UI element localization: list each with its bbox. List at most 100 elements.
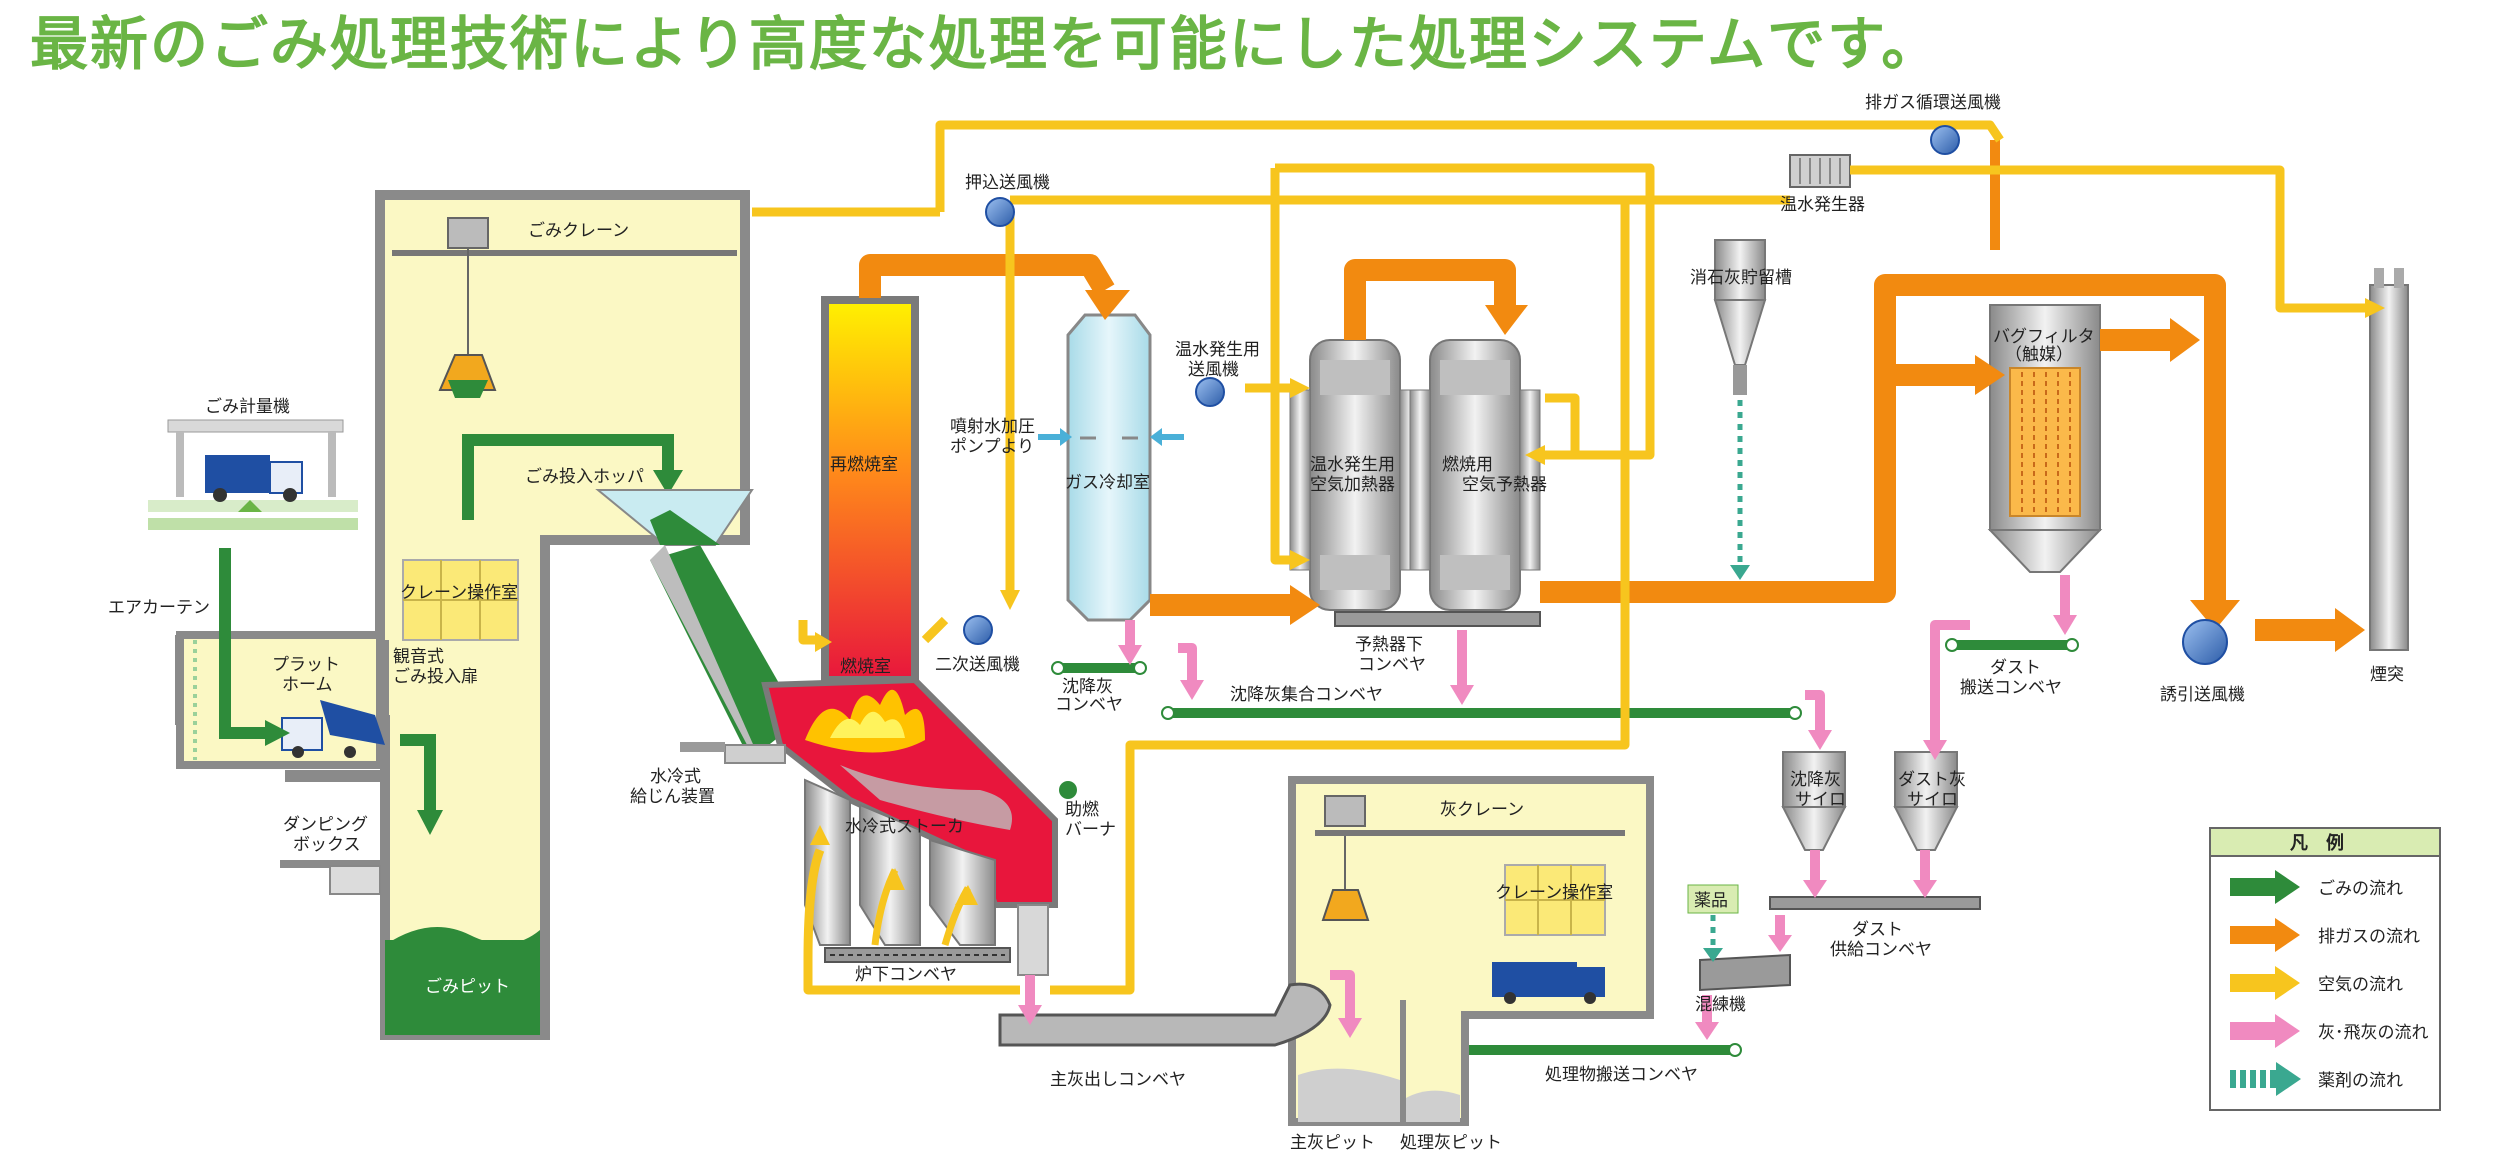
refuse-pit-fill xyxy=(385,940,540,1035)
crane-room-label: クレーン操作室 xyxy=(400,583,518,603)
hw-air-heater xyxy=(1289,339,1421,611)
settle-conveyor-label-1: 沈降灰 xyxy=(1062,677,1113,697)
legend-item-ash: 灰･飛灰の流れ xyxy=(2230,1014,2429,1048)
dust-conveyor-label-1: ダスト xyxy=(1990,658,2041,678)
settle-collect-label: 沈降灰集合コンベヤ xyxy=(1230,685,1383,705)
spray-label-2: ポンプより xyxy=(950,437,1034,457)
green-conveyors xyxy=(1053,640,2077,1055)
dust-silo-label-1: ダスト灰 xyxy=(1898,770,1966,790)
bag-filter xyxy=(1987,304,2103,573)
dust-conveyor-label-2: 搬送コンベヤ xyxy=(1960,678,2062,698)
feeder-label-1: 水冷式 xyxy=(650,767,701,787)
preheater-conveyor-label-2: コンベヤ xyxy=(1358,655,1426,675)
furnace-label: 燃焼室 xyxy=(840,657,891,677)
hw-fan-label-1: 温水発生用 xyxy=(1175,340,1260,360)
aux-burner-label-2: バーナ xyxy=(1065,820,1116,840)
lime-tank-label: 消石灰貯留槽 xyxy=(1690,268,1792,288)
platform-label-2: ホーム xyxy=(282,675,333,695)
gomi-pit-label: ごみピット xyxy=(425,977,510,997)
legend-arrow-icon xyxy=(2275,1014,2300,1048)
preheater-conveyor-label-1: 予熱器下 xyxy=(1355,635,1423,655)
legend-arrow-icon xyxy=(2275,918,2300,952)
settle-silo-label-2: サイロ xyxy=(1795,790,1846,810)
refuse-flow xyxy=(219,434,674,810)
air-flow xyxy=(752,120,2365,995)
kneader-icon xyxy=(1699,953,1791,992)
chemical-flow xyxy=(1710,400,1743,950)
chemical-badge xyxy=(1687,884,1739,914)
legend-item-chemical: 薬剤の流れ xyxy=(2230,1062,2403,1096)
kannon-door-label-1: 観音式 xyxy=(393,647,444,667)
treated-ash-pit-label: 処理灰ピット xyxy=(1400,1133,1502,1153)
fan-icons xyxy=(963,125,2228,665)
air-preheater-label-2: 空気予熱器 xyxy=(1462,475,1547,495)
stoker-label: 水冷式ストーカ xyxy=(845,817,964,837)
legend-title: 凡 例 xyxy=(2290,832,2344,854)
under-conveyor-label: 炉下コンベヤ xyxy=(855,965,957,985)
dust-feed-conveyor xyxy=(1769,896,1981,910)
air-curtain-label: エアカーテン xyxy=(108,598,210,618)
legend-label: 薬剤の流れ xyxy=(2318,1071,2403,1091)
incinerator xyxy=(680,296,1077,976)
legend-arrow-icon xyxy=(2275,870,2300,904)
gas-cooler xyxy=(1066,313,1152,622)
platform-label-1: プラット xyxy=(272,655,340,675)
legend-item-refuse: ごみの流れ xyxy=(2230,870,2403,904)
exhaust-recirc-fan-label: 排ガス循環送風機 xyxy=(1865,93,2001,113)
page-title: 最新のごみ処理技術により高度な処理を可能にした処理システムです。 xyxy=(30,10,1941,78)
legend: 凡 例 ごみの流れ 排ガスの流れ 空気の流れ 灰･飛灰の流れ xyxy=(2209,827,2441,1111)
ash-crane-label: 灰クレーン xyxy=(1440,800,1524,820)
hopper-label: ごみ投入ホッパ xyxy=(525,467,644,487)
legend-label: ごみの流れ xyxy=(2318,879,2403,899)
air-preheater-label-1: 燃焼用 xyxy=(1442,455,1493,475)
settle-silo xyxy=(1781,751,1847,851)
chimney-label: 煙突 xyxy=(2370,665,2404,685)
chimney xyxy=(2369,268,2409,651)
gas-cooler-label: ガス冷却室 xyxy=(1065,473,1150,493)
settle-silo-label-1: 沈降灰 xyxy=(1790,770,1841,790)
legend-label: 空気の流れ xyxy=(2318,975,2403,995)
dumping-box-label-2: ボックス xyxy=(293,835,361,855)
ash-crane-trolley xyxy=(1324,795,1366,827)
secondary-fan-label: 二次送風機 xyxy=(935,655,1020,675)
bag-filter-label-1: バグフィルタ xyxy=(1993,327,2095,347)
ash-bucket-icon xyxy=(1321,889,1370,921)
gomi-crane-trolley xyxy=(447,217,489,249)
dust-feed-label-1: ダスト xyxy=(1852,920,1903,940)
refuse-building xyxy=(175,190,750,1040)
dust-feed-label-2: 供給コンベヤ xyxy=(1830,940,1932,960)
spray-arrows xyxy=(1038,428,1184,446)
legend-item-air: 空気の流れ xyxy=(2230,966,2403,1000)
treated-conveyor-label: 処理物搬送コンベヤ xyxy=(1545,1065,1698,1085)
dumping-box-icon xyxy=(329,865,381,895)
dumping-box-label-1: ダンピング xyxy=(283,815,368,835)
hw-air-heater-label-1: 温水発生用 xyxy=(1310,455,1395,475)
ash-truck-icon xyxy=(1492,962,1605,1004)
spray-label-1: 噴射水加圧 xyxy=(950,417,1035,437)
feeder-label-2: 給じん装置 xyxy=(630,787,715,807)
legend-arrow-icon xyxy=(2275,966,2300,1000)
preheater-conveyor xyxy=(1334,611,1541,627)
aux-burner-label-1: 助燃 xyxy=(1065,800,1099,820)
kneader-label: 混練機 xyxy=(1695,995,1746,1015)
settle-conveyor-label-2: コンベヤ xyxy=(1055,695,1123,715)
reburn-label: 再燃焼室 xyxy=(830,455,898,475)
ash-flow xyxy=(1025,575,2070,1022)
legend-label: 灰･飛灰の流れ xyxy=(2318,1023,2429,1043)
hw-air-heater-label-2: 空気加熱器 xyxy=(1310,475,1395,495)
hw-fan-label-2: 送風機 xyxy=(1188,360,1239,380)
dust-silo xyxy=(1893,751,1959,851)
dust-silo-label-2: サイロ xyxy=(1907,790,1958,810)
weigh-station xyxy=(148,419,358,530)
induced-fan-label: 誘引送風機 xyxy=(2160,685,2245,705)
air-preheater xyxy=(1409,339,1541,611)
legend-label: 排ガスの流れ xyxy=(2318,927,2420,947)
chemical-label: 薬品 xyxy=(1694,891,1728,911)
legend-arrow-icon xyxy=(2276,1062,2301,1096)
forced-fan-label: 押込送風機 xyxy=(965,173,1050,193)
dumping-truck-icon xyxy=(281,700,385,758)
bag-filter-label-2: （触媒） xyxy=(2005,345,2073,365)
main-ash-pit-label: 主灰ピット xyxy=(1290,1133,1375,1153)
gomi-crane-label: ごみクレーン xyxy=(528,221,629,241)
